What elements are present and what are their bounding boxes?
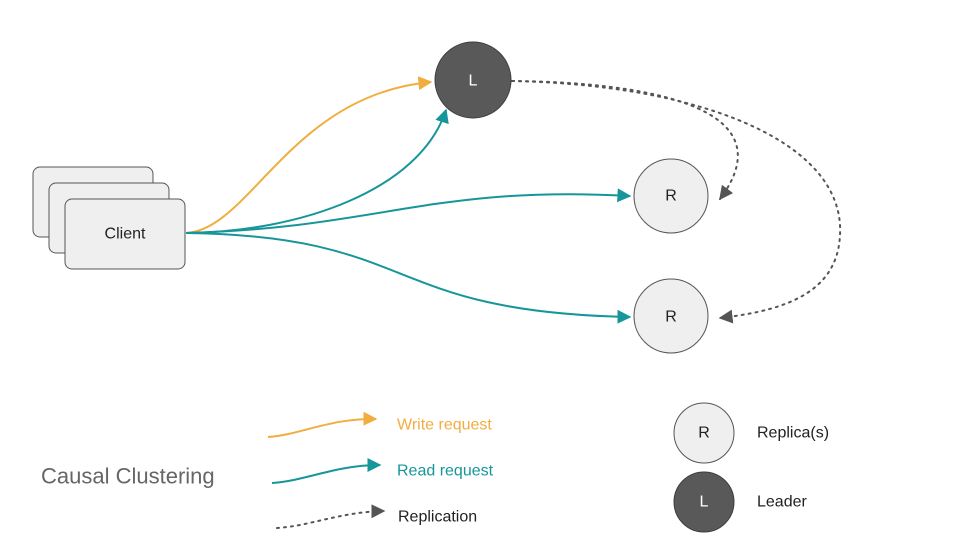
legend-read: Read request [271,458,494,484]
leader-node-label: L [469,73,478,90]
replica-top-label: R [665,188,677,205]
legend-replication: Replication [276,504,477,529]
replica-node-bottom: R [633,278,709,354]
client-stack: Client [32,166,186,270]
legend-read-label: Read request [397,463,494,480]
diagram-title: Causal Clustering [41,464,215,489]
legend-replica: R Replica(s) [673,402,829,464]
client-label: Client [105,226,146,243]
legend-leader-label: Leader [757,494,807,511]
read-request-edge-replica-top [185,188,632,234]
legend-replica-circle [673,402,735,464]
replica-bottom-circle [633,278,709,354]
replica-bottom-label: R [665,309,677,326]
client-card-front [64,198,186,270]
legend-leader: L Leader [673,471,807,533]
leader-node: L [434,41,512,119]
legend-leader-circle [673,471,735,533]
read-request-edge-replica-bottom [185,232,632,324]
legend-replication-label: Replication [398,509,477,526]
leader-circle [434,41,512,119]
legend-replica-label: Replica(s) [757,425,829,442]
write-request-edge [185,76,433,234]
legend-write-line [267,411,378,438]
legend-replica-symbol: R [698,425,710,442]
legend-read-line [271,458,382,484]
replica-node-top: R [633,158,709,234]
legend-replication-line [276,504,386,529]
replica-top-circle [633,158,709,234]
legend-write: Write request [267,411,492,438]
legend-write-label: Write request [397,417,492,434]
legend-leader-symbol: L [700,494,709,511]
